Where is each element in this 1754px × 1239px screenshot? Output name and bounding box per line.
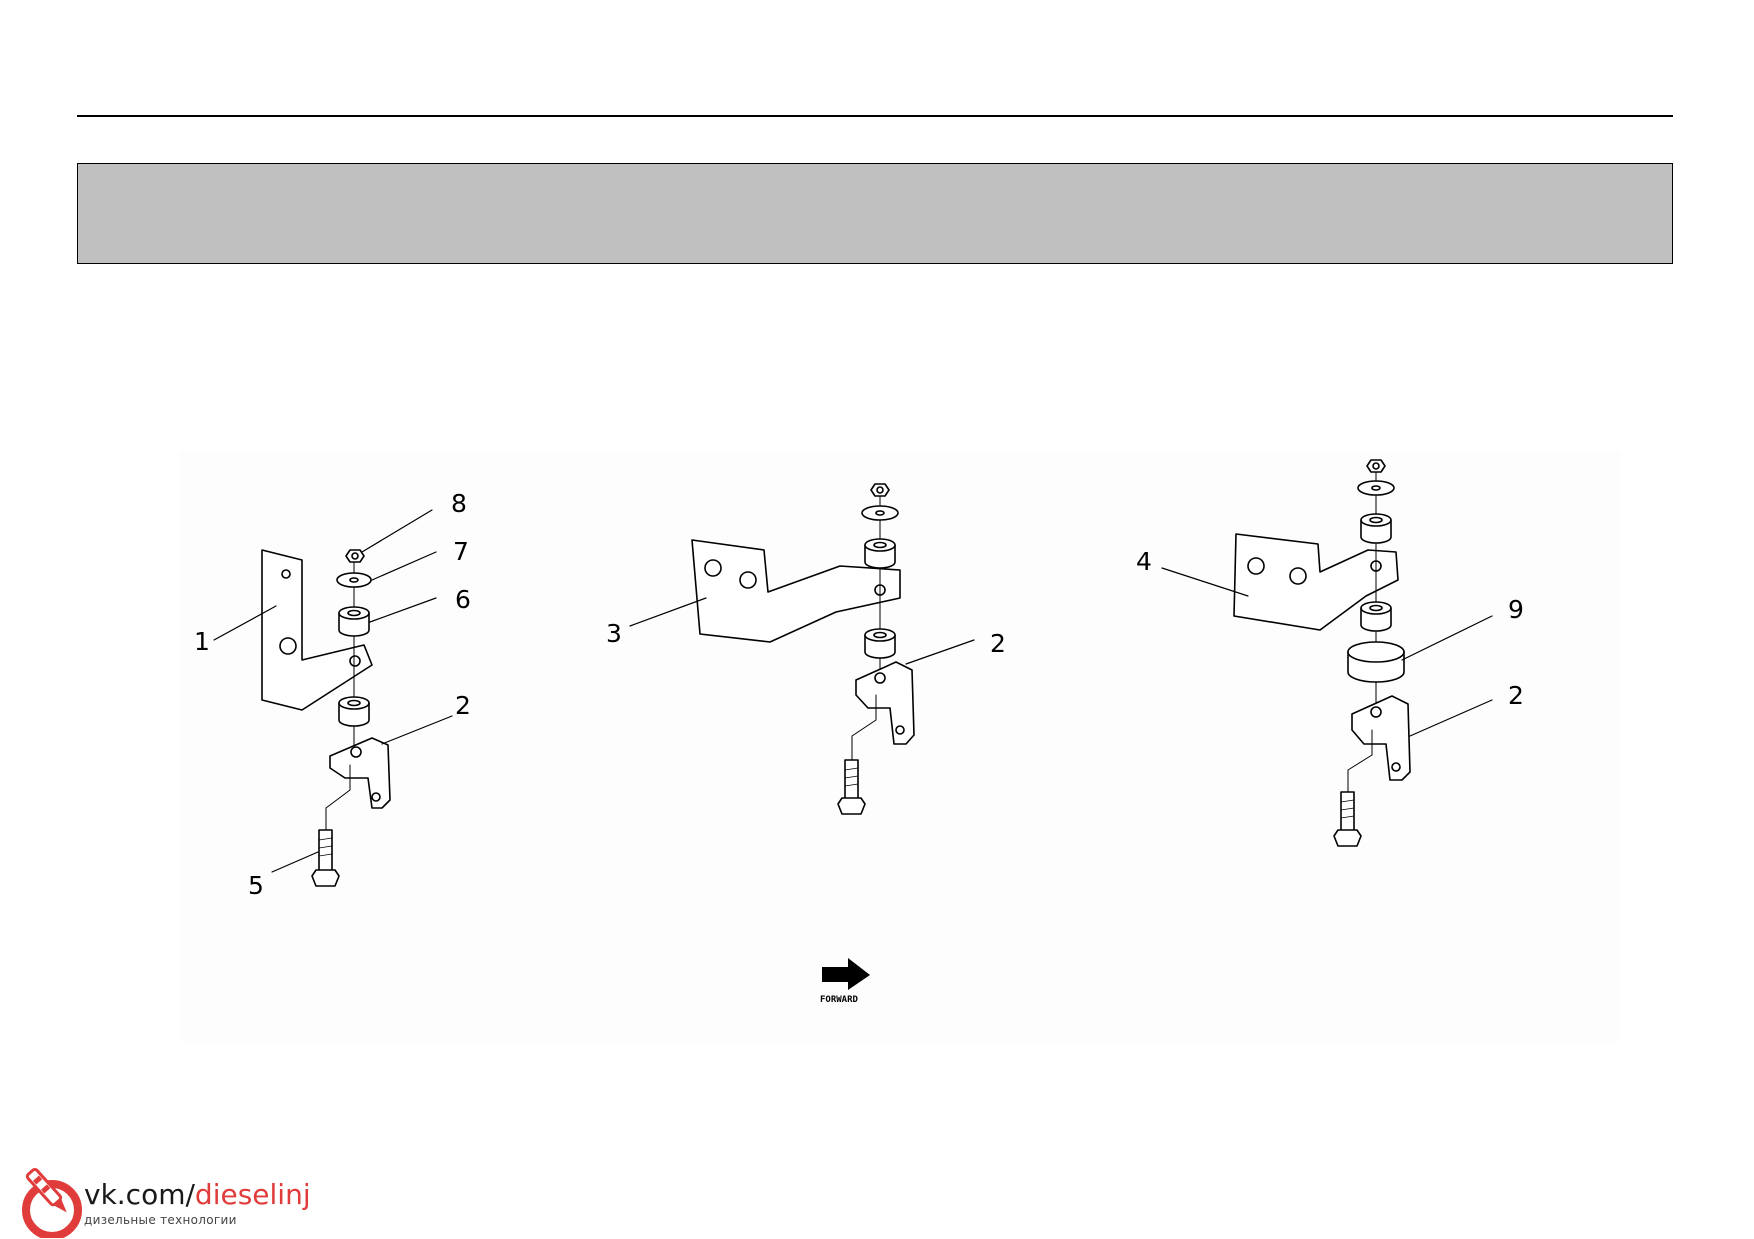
- spacer-9: [1347, 641, 1405, 683]
- watermark-subtitle: дизельные технологии: [84, 1213, 237, 1227]
- bushing-lower-left: [338, 696, 370, 727]
- bushing-upper-middle: [864, 538, 896, 569]
- assembly-left: [213, 509, 453, 887]
- washer-right: [1357, 480, 1395, 496]
- bolt-right: [1333, 791, 1362, 847]
- bracket-2-left: [329, 737, 391, 809]
- nut-8: [345, 549, 365, 563]
- callout-8: 8: [451, 489, 467, 518]
- nut-middle: [870, 483, 890, 497]
- callout-4: 4: [1136, 547, 1152, 576]
- watermark-url-prefix: vk.com/: [84, 1178, 195, 1211]
- bracket-3: [691, 539, 901, 643]
- callout-9: 9: [1508, 595, 1524, 624]
- callout-6: 6: [455, 585, 471, 614]
- forward-label: FORWARD: [820, 995, 859, 1005]
- bushing-upper-right: [1360, 513, 1392, 544]
- assembly-middle: [629, 483, 975, 815]
- bracket-2-right: [1351, 695, 1411, 781]
- bolt-5: [311, 829, 340, 887]
- bolt-middle: [837, 759, 866, 815]
- callout-7: 7: [453, 537, 469, 566]
- washer-middle: [861, 505, 899, 521]
- injector-logo-icon: [22, 1167, 82, 1238]
- watermark-url: vk.com/dieselinj: [84, 1178, 311, 1211]
- bushing-middle-right: [1360, 601, 1392, 632]
- bushing-6: [338, 606, 370, 637]
- bracket-1: [261, 549, 373, 711]
- assembly-right: [1161, 459, 1493, 847]
- header-rule: [77, 115, 1673, 117]
- title-band: [77, 163, 1673, 264]
- forward-arrow-icon: [822, 958, 870, 990]
- washer-7: [336, 572, 372, 588]
- callout-2-left: 2: [455, 691, 471, 720]
- callout-5: 5: [248, 871, 264, 900]
- callout-2-right: 2: [1508, 681, 1524, 710]
- callout-1: 1: [194, 627, 210, 656]
- callout-2-middle: 2: [990, 629, 1006, 658]
- bracket-4: [1233, 533, 1399, 631]
- forward-arrow: FORWARD: [820, 958, 870, 1005]
- watermark-logo: vk.com/dieselinj дизельные технологии: [18, 1162, 311, 1238]
- bushing-lower-middle: [864, 628, 896, 659]
- bracket-2-middle: [855, 661, 915, 745]
- nut-right: [1366, 459, 1386, 473]
- watermark-url-accent: dieselinj: [194, 1178, 311, 1211]
- callout-3: 3: [606, 619, 622, 648]
